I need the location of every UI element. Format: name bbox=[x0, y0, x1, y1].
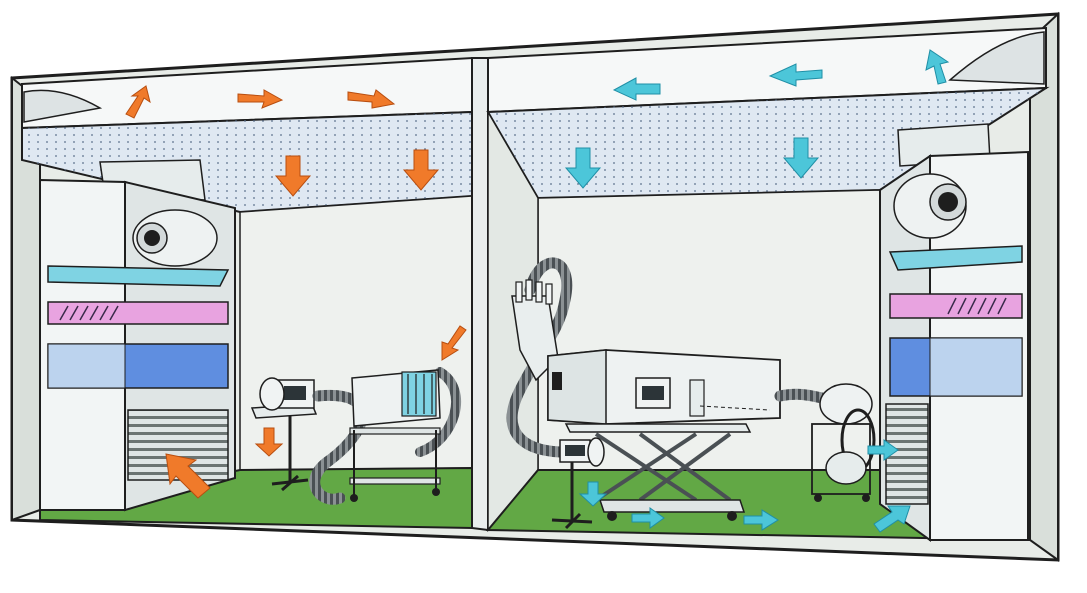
cool-arrow-floor-right-b bbox=[743, 509, 779, 531]
right-ahu-cyan-filter bbox=[888, 245, 1023, 271]
right-stand-blower bbox=[587, 437, 605, 467]
warm-arrow-floor-down bbox=[254, 427, 284, 457]
right-chamber-flange bbox=[689, 379, 705, 417]
warm-arrow-down-a bbox=[274, 155, 312, 197]
right-diffuser-dots bbox=[488, 88, 1046, 198]
left-ahu-fan-hub bbox=[144, 230, 160, 246]
left-cart-wheel-a bbox=[350, 494, 358, 502]
right-chamber-window bbox=[552, 372, 562, 390]
left-ahu-pink-filter bbox=[47, 301, 229, 325]
warm-arrow-plenum-up bbox=[125, 85, 151, 119]
right-air-handling-unit bbox=[879, 123, 1029, 542]
right-blower-cart-frame bbox=[811, 423, 871, 495]
right-blower-duct bbox=[774, 388, 828, 404]
right-chamber-dash bbox=[699, 405, 771, 411]
right-blower-cart bbox=[811, 383, 876, 502]
right-lift-scissor-arms bbox=[594, 432, 732, 502]
left-exchanger-fins bbox=[407, 374, 433, 414]
warm-arrow-into-cart bbox=[441, 325, 467, 361]
right-lift-wheel-b bbox=[727, 511, 737, 521]
right-plenum-duct bbox=[948, 31, 1045, 85]
left-cart-shelf bbox=[349, 477, 441, 485]
warm-arrow-down-b bbox=[402, 149, 440, 191]
left-stand-blower bbox=[259, 377, 285, 411]
warm-arrow-into-louver bbox=[165, 453, 211, 499]
cool-arrow-blower-out bbox=[867, 439, 899, 461]
center-partition-wall bbox=[471, 57, 489, 532]
cool-arrow-floor-down bbox=[578, 481, 608, 507]
right-ahu-fan-hub bbox=[938, 192, 958, 212]
cool-airflow-arrows bbox=[564, 49, 950, 533]
right-blower-wheel-b bbox=[862, 494, 870, 502]
right-blower-motor bbox=[825, 451, 867, 485]
left-ahu-cyan-filter bbox=[47, 265, 230, 287]
right-ahu-pink-filter-hatch bbox=[947, 297, 1007, 315]
right-chamber-monitor-screen-icon bbox=[642, 386, 664, 400]
cool-arrow-plenum-left-b bbox=[768, 63, 823, 87]
cool-arrow-into-louver bbox=[873, 505, 911, 533]
right-ahu-blue-filter-front bbox=[929, 337, 1023, 397]
right-stand-foot-b bbox=[564, 512, 582, 530]
left-monitor-screen-icon bbox=[284, 386, 306, 400]
right-ahu-pink-filter bbox=[889, 293, 1023, 319]
right-stand-monitor-screen-icon bbox=[565, 445, 585, 456]
cool-arrow-down-a bbox=[564, 147, 602, 189]
cool-arrow-plenum-left-a bbox=[612, 77, 661, 101]
right-blower-wheel-a bbox=[814, 494, 822, 502]
right-room bbox=[485, 26, 1050, 542]
left-flexible-duct-2 bbox=[415, 367, 461, 457]
left-room bbox=[21, 56, 473, 530]
right-lift-wheel-a bbox=[607, 511, 617, 521]
right-monitor-stand bbox=[551, 437, 605, 530]
right-scissor-lift bbox=[564, 423, 752, 521]
left-plenum-duct bbox=[23, 89, 103, 123]
warm-arrow-plenum-right-b bbox=[347, 89, 396, 109]
left-exchanger-panel bbox=[401, 371, 437, 417]
left-stand-foot-b bbox=[281, 474, 299, 492]
cool-arrow-down-b bbox=[782, 137, 820, 179]
left-cart-top bbox=[349, 427, 441, 435]
left-equipment-cart bbox=[349, 369, 441, 502]
warm-airflow-arrows bbox=[125, 85, 467, 499]
cool-arrow-floor-right-a bbox=[631, 507, 665, 529]
warm-arrow-plenum-right-a bbox=[237, 89, 284, 109]
left-test-stand bbox=[250, 377, 318, 492]
right-lift-base bbox=[598, 499, 746, 513]
cool-arrow-plenum-up bbox=[925, 49, 950, 85]
left-cart-wheel-b bbox=[432, 488, 440, 496]
right-lift-platform bbox=[564, 423, 752, 433]
left-air-handling-unit bbox=[39, 159, 236, 512]
right-chamber-inlet-fins bbox=[515, 279, 553, 305]
left-ahu-blue-filter-front bbox=[47, 343, 126, 389]
left-ahu-pink-filter-hatch bbox=[59, 305, 119, 321]
left-diffuser-dots bbox=[22, 112, 472, 212]
right-test-chamber bbox=[511, 279, 781, 425]
